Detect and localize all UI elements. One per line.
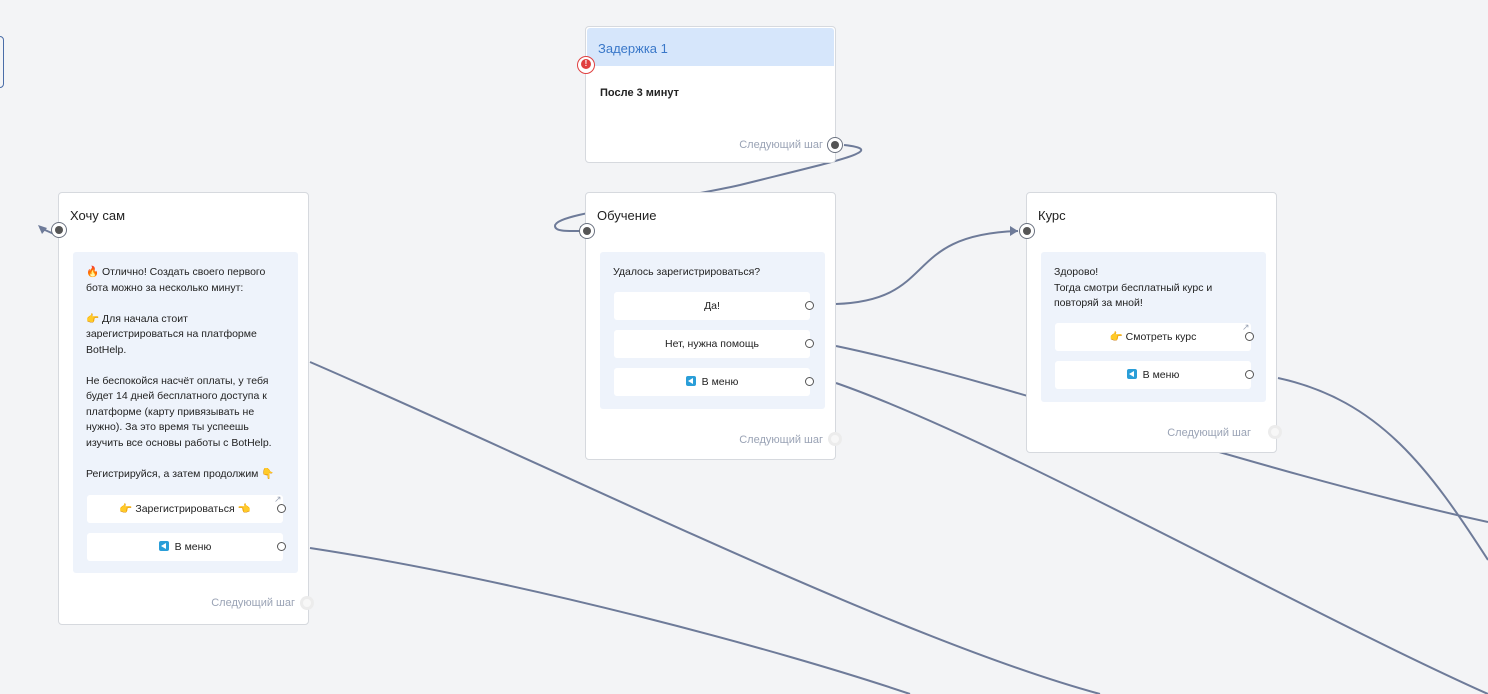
external-link-icon: ↗ xyxy=(1242,322,1250,332)
register-button-label: 👉 Зарегистрироваться 👈 xyxy=(119,503,251,515)
telegram-icon xyxy=(685,376,696,386)
hochu-sam-menu-button[interactable]: В меню xyxy=(87,533,283,561)
hochu-sam-menu-label: В меню xyxy=(174,541,212,553)
kurs-next-step-label: Следующий шаг xyxy=(1167,427,1251,439)
yes-button-label: Да! xyxy=(704,300,720,312)
hochu-sam-message-panel[interactable]: 🔥 Отлично! Создать своего первого бота м… xyxy=(73,252,298,573)
kurs-menu-button[interactable]: В меню xyxy=(1055,361,1251,389)
hochu-sam-next-step-label: Следующий шаг xyxy=(211,597,295,609)
telegram-icon xyxy=(158,541,169,551)
kurs-title: Курс xyxy=(1038,208,1066,223)
obuchenie-message-text: Удалось зарегистрироваться? xyxy=(613,266,761,278)
connector-kurs-menu xyxy=(1277,377,1488,561)
obuchenie-message-panel[interactable]: Удалось зарегистрироваться? Да! Нет, нуж… xyxy=(600,252,825,409)
kurs-in-port[interactable] xyxy=(1019,223,1035,239)
connector-da-to-kurs xyxy=(835,230,1019,305)
hochu-sam-in-port[interactable] xyxy=(51,222,67,238)
watch-course-button[interactable]: 👉 Смотреть курс xyxy=(1055,323,1251,351)
telegram-icon xyxy=(1126,369,1137,379)
obuchenie-in-port[interactable] xyxy=(579,223,595,239)
delay-node[interactable]: Задержка 1 После 3 минут Следующий шаг xyxy=(585,26,836,163)
register-button-port[interactable] xyxy=(277,504,286,513)
hochu-sam-message-text: 🔥 Отлично! Создать своего первого бота м… xyxy=(86,266,275,480)
kurs-node[interactable]: Курс Здорово! Тогда смотри бесплатный ку… xyxy=(1026,192,1277,453)
kurs-menu-port[interactable] xyxy=(1245,370,1254,379)
watch-course-label: 👉 Смотреть курс xyxy=(1109,331,1197,343)
obuchenie-next-step-label: Следующий шаг xyxy=(739,434,823,446)
arrowhead-kurs xyxy=(1010,226,1018,236)
obuchenie-menu-label: В меню xyxy=(701,376,739,388)
warning-icon[interactable] xyxy=(577,56,595,74)
obuchenie-title: Обучение xyxy=(597,208,657,223)
delay-node-title: Задержка 1 xyxy=(598,41,668,56)
yes-button-port[interactable] xyxy=(805,301,814,310)
hochu-sam-next-step-port[interactable] xyxy=(300,596,314,610)
arrowhead-hochu xyxy=(38,225,47,234)
left-edge-tab[interactable] xyxy=(0,36,4,88)
need-help-port[interactable] xyxy=(805,339,814,348)
yes-button[interactable]: Да! xyxy=(614,292,810,320)
external-link-icon: ↗ xyxy=(274,494,282,504)
obuchenie-next-step-port[interactable] xyxy=(828,432,842,446)
kurs-message-text: Здорово! Тогда смотри бесплатный курс и … xyxy=(1054,266,1213,309)
need-help-button-label: Нет, нужна помощь xyxy=(665,338,759,350)
watch-course-port[interactable] xyxy=(1245,332,1254,341)
obuchenie-menu-button[interactable]: В меню xyxy=(614,368,810,396)
kurs-message-panel[interactable]: Здорово! Тогда смотри бесплатный курс и … xyxy=(1041,252,1266,402)
hochu-sam-title: Хочу сам xyxy=(70,208,126,223)
register-button[interactable]: 👉 Зарегистрироваться 👈 xyxy=(87,495,283,523)
delay-node-body: После 3 минут xyxy=(600,87,679,99)
obuchenie-menu-port[interactable] xyxy=(805,377,814,386)
obuchenie-node[interactable]: Обучение Удалось зарегистрироваться? Да!… xyxy=(585,192,836,460)
delay-next-step-label: Следующий шаг xyxy=(739,139,823,151)
delay-next-step-port[interactable] xyxy=(827,137,843,153)
hochu-sam-node[interactable]: Хочу сам 🔥 Отлично! Создать своего перво… xyxy=(58,192,309,625)
kurs-next-step-port[interactable] xyxy=(1268,425,1282,439)
kurs-menu-label: В меню xyxy=(1142,369,1180,381)
need-help-button[interactable]: Нет, нужна помощь xyxy=(614,330,810,358)
delay-node-header: Задержка 1 xyxy=(587,28,834,66)
connector-hochu-menu xyxy=(309,547,911,694)
hochu-sam-menu-port[interactable] xyxy=(277,542,286,551)
